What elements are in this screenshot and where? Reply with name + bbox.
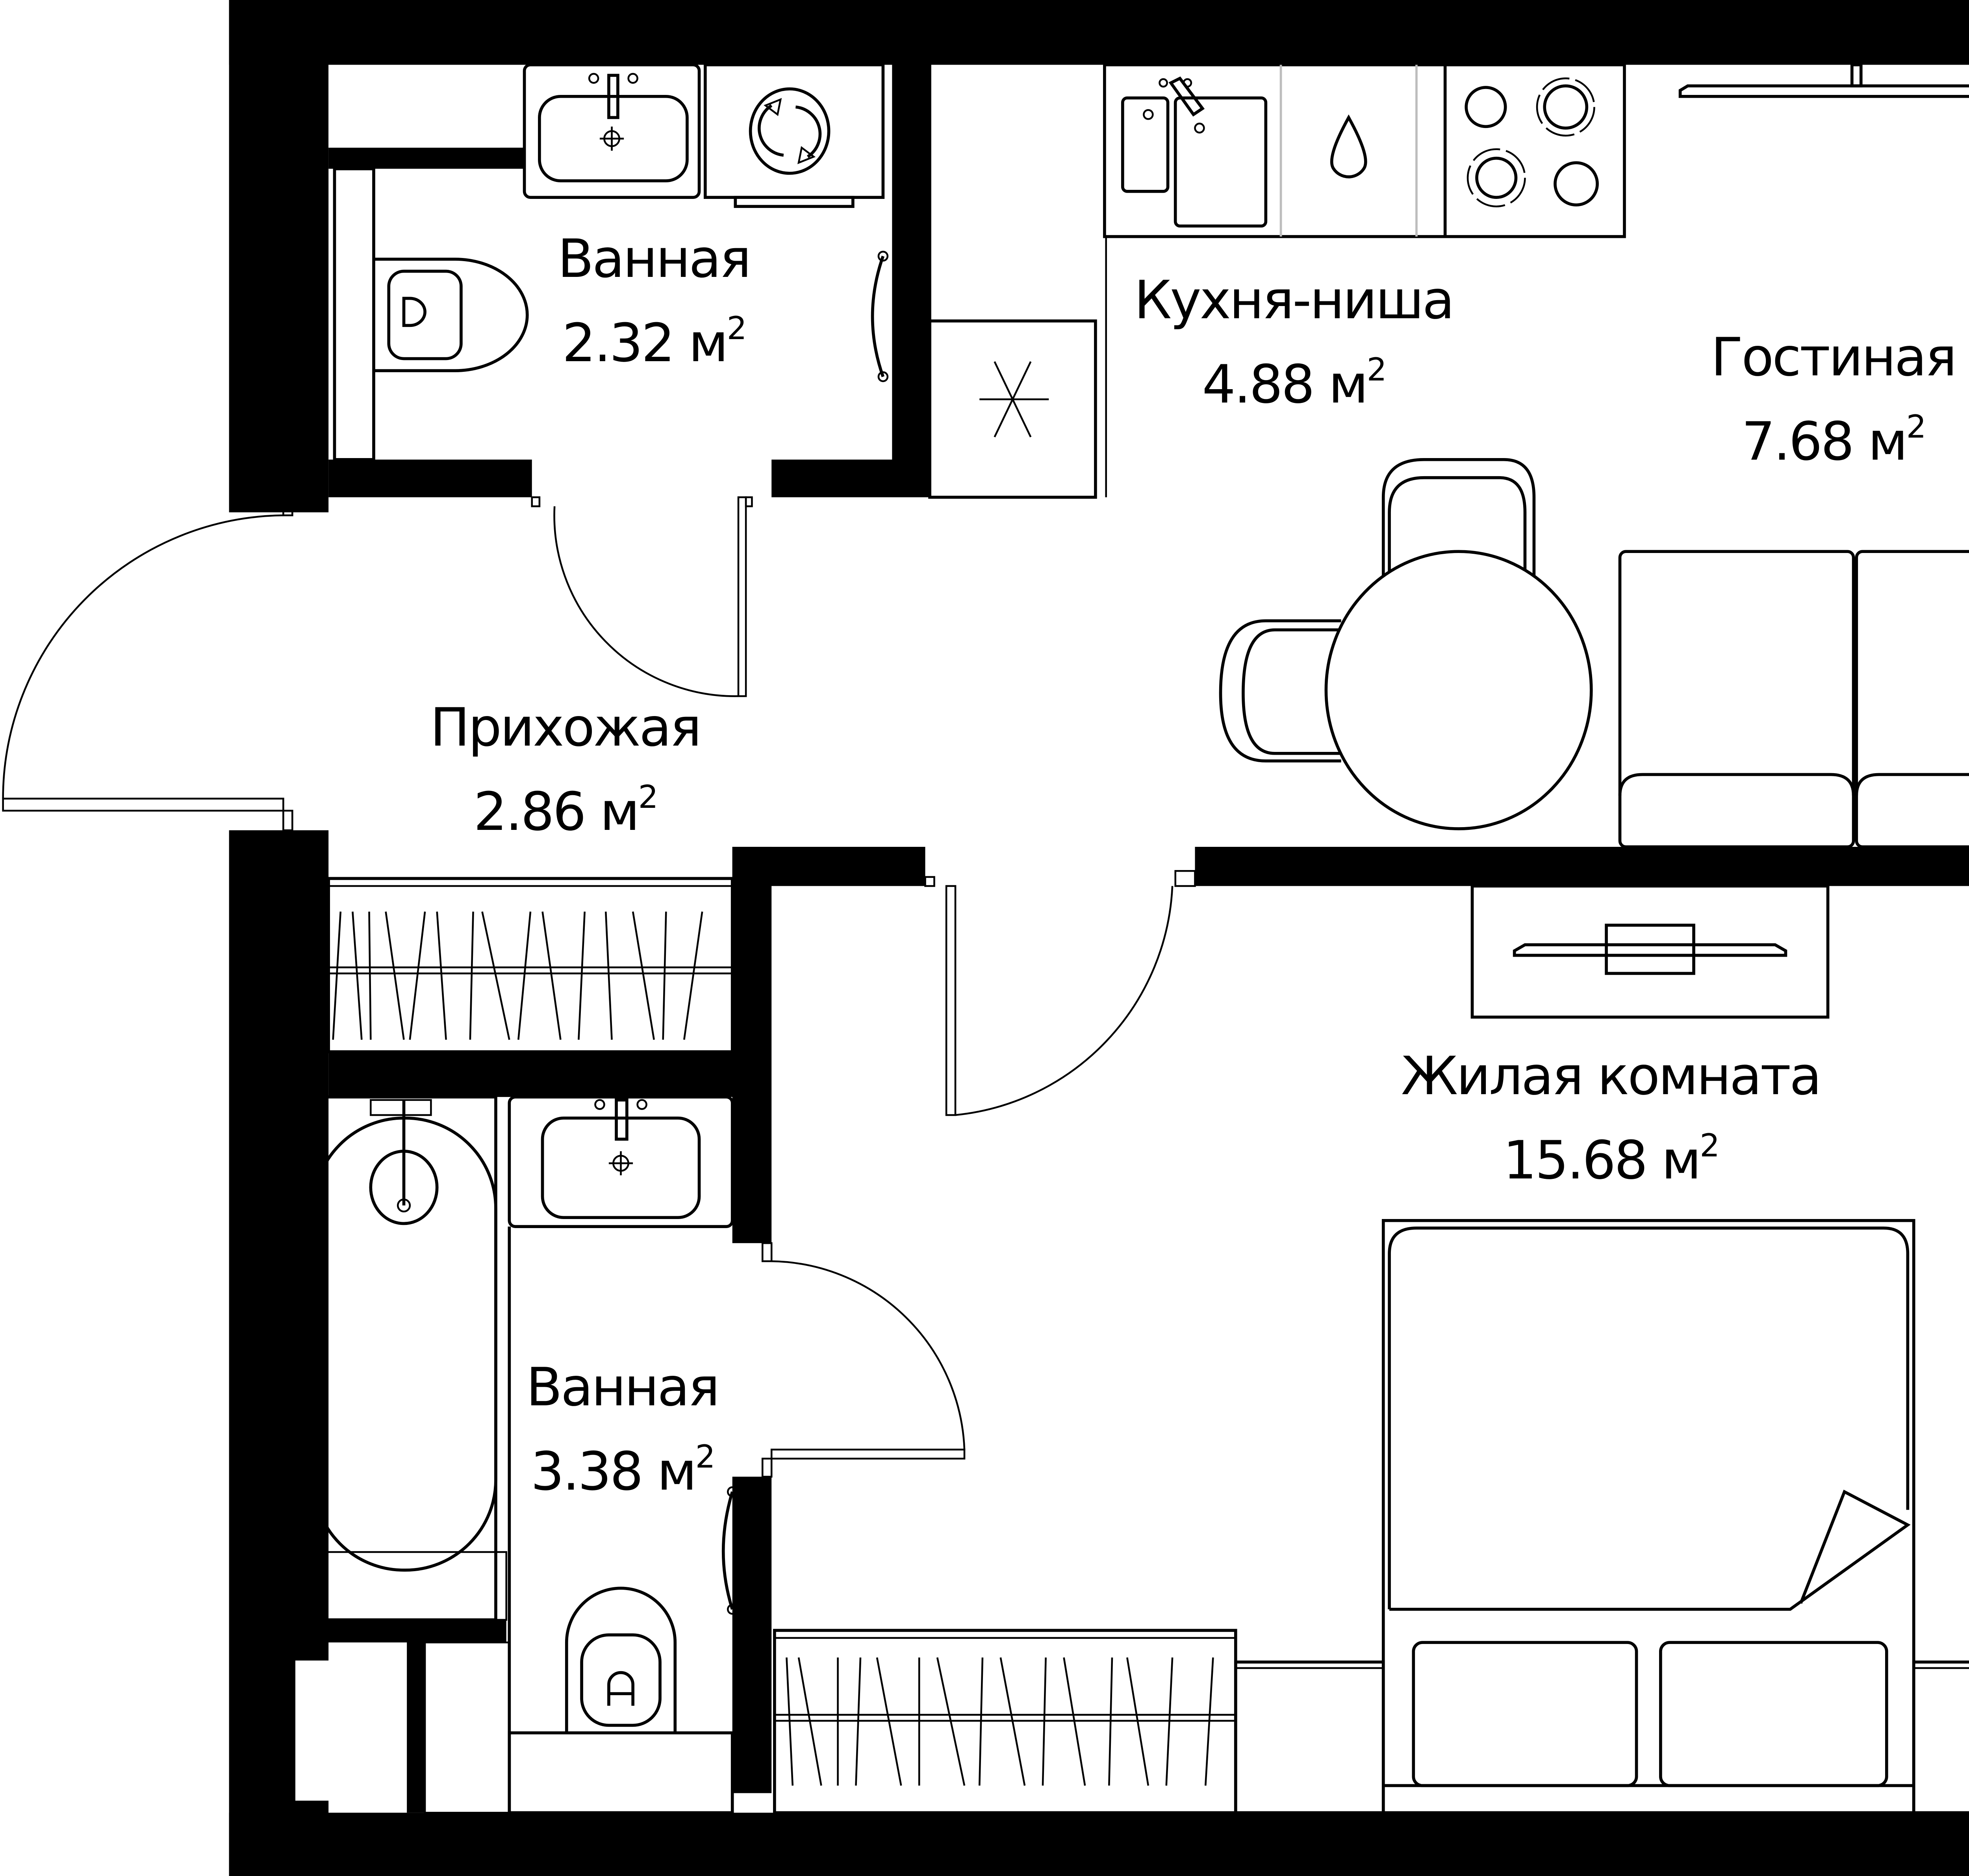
niche xyxy=(328,65,501,148)
room-label-living-room: Гостиная 7.68 м2 xyxy=(1711,331,1957,472)
room-name: Ванная xyxy=(526,1356,720,1418)
dishwasher-icon xyxy=(1279,65,1418,237)
sink-icon xyxy=(508,1095,734,1228)
niche xyxy=(295,1660,389,1801)
nightstand xyxy=(1234,1660,1969,1815)
bathtub-icon xyxy=(300,1095,508,1622)
chair-icon xyxy=(1381,458,1536,576)
entrance-door-icon xyxy=(2,496,293,831)
tv-icon xyxy=(1470,884,1830,1019)
room-name: Гостиная xyxy=(1711,327,1957,388)
walls xyxy=(229,0,1969,1876)
room-name: Прихожая xyxy=(430,697,702,758)
room-name: Кухня-ниша xyxy=(1134,269,1455,331)
tv-icon xyxy=(1678,63,1969,98)
toilet-icon xyxy=(333,167,529,461)
room-area: 7.68 м2 xyxy=(1741,408,1926,472)
room-name: Жилая комната xyxy=(1401,1045,1822,1107)
room-label-bedroom: Жилая комната 15.68 м2 xyxy=(1401,1050,1822,1191)
room-area: 15.68 м2 xyxy=(1503,1127,1720,1191)
room-area: 3.38 м2 xyxy=(530,1438,716,1502)
wardrobe-icon xyxy=(327,877,734,1054)
room-label-kitchen-niche: Кухня-ниша 4.88 м2 xyxy=(1134,274,1455,415)
room-label-bathroom-2: Ванная 3.38 м2 xyxy=(526,1361,720,1502)
chair-icon xyxy=(1219,619,1341,763)
towel-rail-icon xyxy=(871,251,889,382)
ventilation-shaft-icon xyxy=(928,319,1097,499)
door-icon xyxy=(924,870,1196,1116)
sofa-icon xyxy=(1618,550,1969,848)
shelf xyxy=(424,1641,510,1814)
room-label-hallway: Прихожая 2.86 м2 xyxy=(430,701,702,842)
room-label-bathroom-1: Ванная 2.32 м2 xyxy=(558,232,751,374)
sink-icon xyxy=(523,63,701,199)
wardrobe-icon xyxy=(773,1629,1237,1815)
cooktop-icon xyxy=(1443,65,1599,237)
kitchen-sink-icon xyxy=(1121,76,1268,228)
toilet-icon xyxy=(508,1227,734,1815)
room-name: Ванная xyxy=(558,228,751,289)
room-area: 4.88 м2 xyxy=(1202,351,1387,415)
room-area: 2.86 м2 xyxy=(473,779,658,842)
door-icon xyxy=(761,1242,966,1478)
towel-rail-icon xyxy=(721,1486,738,1615)
dining-table-icon xyxy=(1324,550,1593,830)
washing-machine-icon xyxy=(703,63,885,208)
door-icon xyxy=(531,496,753,697)
room-area: 2.32 м2 xyxy=(562,310,747,374)
double-bed-icon xyxy=(1381,1219,1915,1815)
